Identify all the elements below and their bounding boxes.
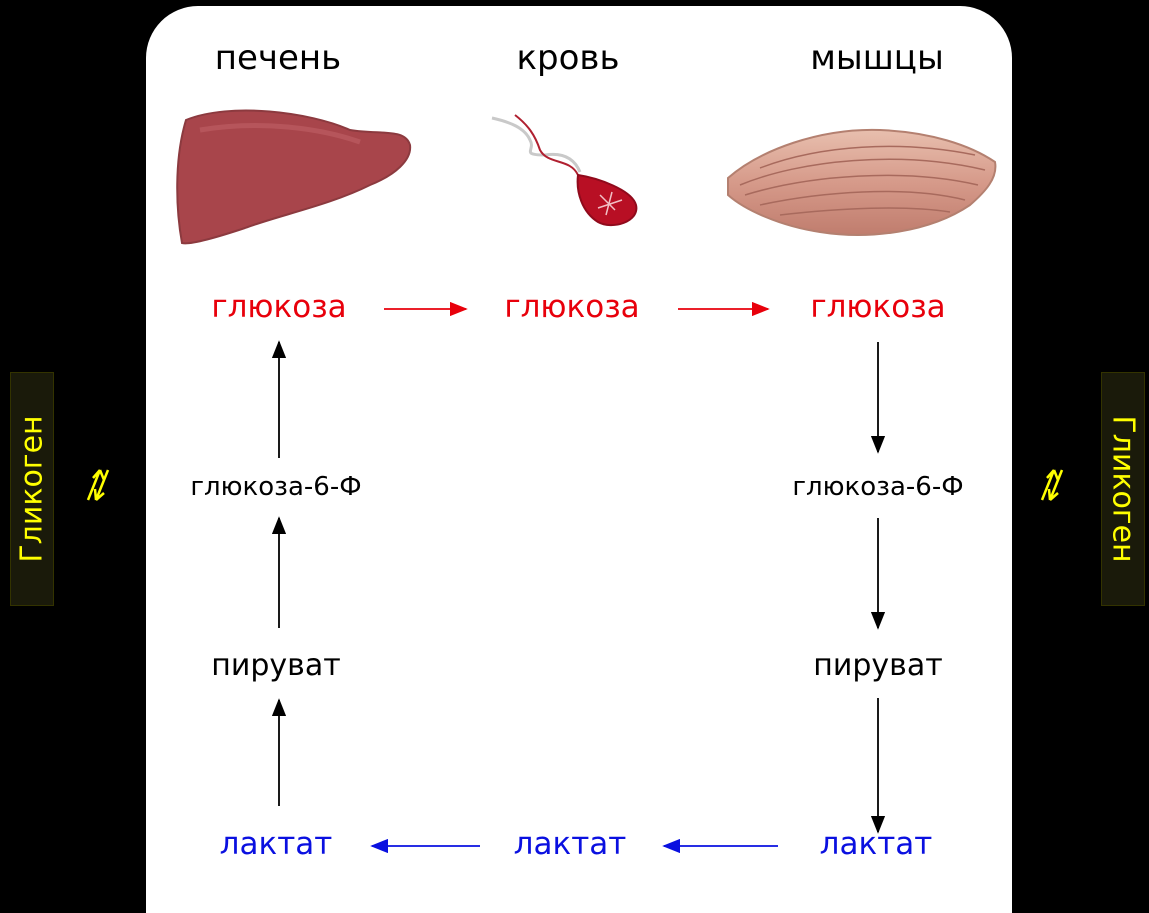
liver-glucose: глюкоза [159, 289, 399, 325]
glycogen-text-left: Гликоген [15, 415, 50, 562]
muscle-g6p: глюкоза-6-Ф [758, 472, 998, 502]
liver-pyruvate: пируват [156, 648, 396, 683]
glycogen-label-left: Гликоген [10, 372, 54, 606]
glycogen-label-right: Гликоген [1101, 372, 1145, 606]
muscle-pyruvate: пируват [758, 648, 998, 683]
blood-lactate: лактат [450, 826, 690, 862]
liver-image [177, 111, 410, 244]
liver-lactate: лактат [156, 826, 396, 862]
muscle-image [728, 130, 995, 235]
muscle-lactate: лактат [756, 826, 996, 862]
equilibrium-arrows-left [88, 470, 108, 500]
equilibrium-arrows-right [1042, 470, 1062, 500]
glycogen-text-right: Гликоген [1106, 415, 1141, 562]
blood-glucose: глюкоза [452, 289, 692, 325]
muscle-glucose: глюкоза [758, 289, 998, 325]
blood-vessel-image [492, 115, 636, 225]
liver-g6p: глюкоза-6-Ф [156, 472, 396, 502]
